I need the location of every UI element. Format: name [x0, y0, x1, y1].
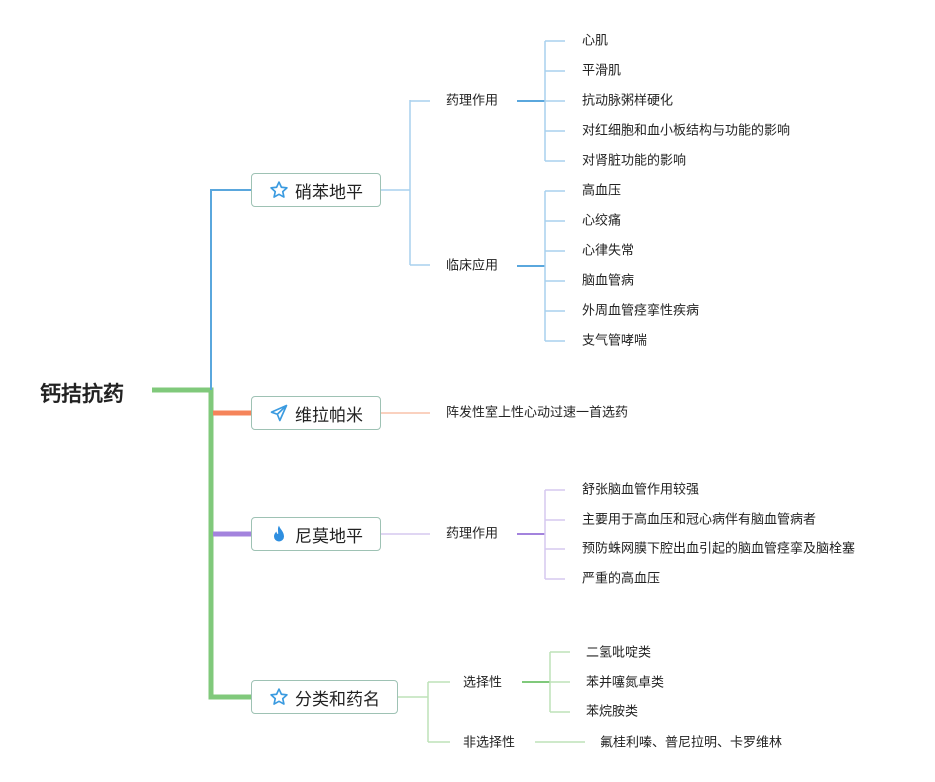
topic-label: 尼莫地平: [295, 526, 363, 547]
topic-label: 分类和药名: [295, 689, 380, 710]
list-item[interactable]: 对红细胞和血小板结构与功能的影响: [582, 123, 791, 139]
list-item[interactable]: 高血压: [582, 183, 622, 199]
list-item[interactable]: 心绞痛: [582, 213, 622, 229]
list-item[interactable]: 外周血管痉挛性疾病: [582, 303, 700, 319]
topic-label: 维拉帕米: [295, 405, 363, 426]
list-item[interactable]: 严重的高血压: [582, 571, 661, 587]
list-item[interactable]: 对肾脏功能的影响: [582, 153, 687, 169]
subtopic-clinical[interactable]: 临床应用: [446, 258, 499, 274]
list-item[interactable]: 心肌: [582, 33, 609, 49]
flame-icon: [269, 524, 289, 544]
paper-plane-icon: [269, 403, 289, 423]
topic-nimodipine[interactable]: 尼莫地平: [251, 517, 381, 551]
star-icon: [269, 687, 289, 707]
list-item[interactable]: 脑血管病: [582, 273, 635, 289]
list-item[interactable]: 二氢吡啶类: [586, 645, 652, 661]
topic-nifedipine[interactable]: 硝苯地平: [251, 173, 381, 207]
list-item[interactable]: 舒张脑血管作用较强: [582, 482, 700, 498]
list-item[interactable]: 阵发性室上性心动过速一首选药: [446, 405, 629, 421]
list-item[interactable]: 支气管哮喘: [582, 333, 648, 349]
root-topic[interactable]: 钙拮抗药: [40, 382, 124, 406]
list-item[interactable]: 心律失常: [582, 243, 635, 259]
list-item[interactable]: 主要用于高血压和冠心病伴有脑血管病者: [582, 512, 817, 528]
topic-classification[interactable]: 分类和药名: [251, 680, 398, 714]
list-item[interactable]: 预防蛛网膜下腔出血引起的脑血管痉挛及脑栓塞: [582, 541, 856, 557]
list-item[interactable]: 抗动脉粥样硬化: [582, 93, 674, 109]
subtopic-pharmacology[interactable]: 药理作用: [446, 93, 499, 109]
subtopic-nonselective[interactable]: 非选择性: [463, 735, 516, 751]
topic-label: 硝苯地平: [295, 182, 363, 203]
subtopic-pharmacology[interactable]: 药理作用: [446, 526, 499, 542]
list-item[interactable]: 平滑肌: [582, 63, 622, 79]
topic-verapamil[interactable]: 维拉帕米: [251, 396, 381, 430]
subtopic-selective[interactable]: 选择性: [463, 675, 503, 691]
list-item[interactable]: 氟桂利嗪、普尼拉明、卡罗维林: [600, 735, 783, 751]
list-item[interactable]: 苯烷胺类: [586, 704, 639, 720]
star-icon: [269, 180, 289, 200]
list-item[interactable]: 苯并噻氮卓类: [586, 675, 665, 691]
